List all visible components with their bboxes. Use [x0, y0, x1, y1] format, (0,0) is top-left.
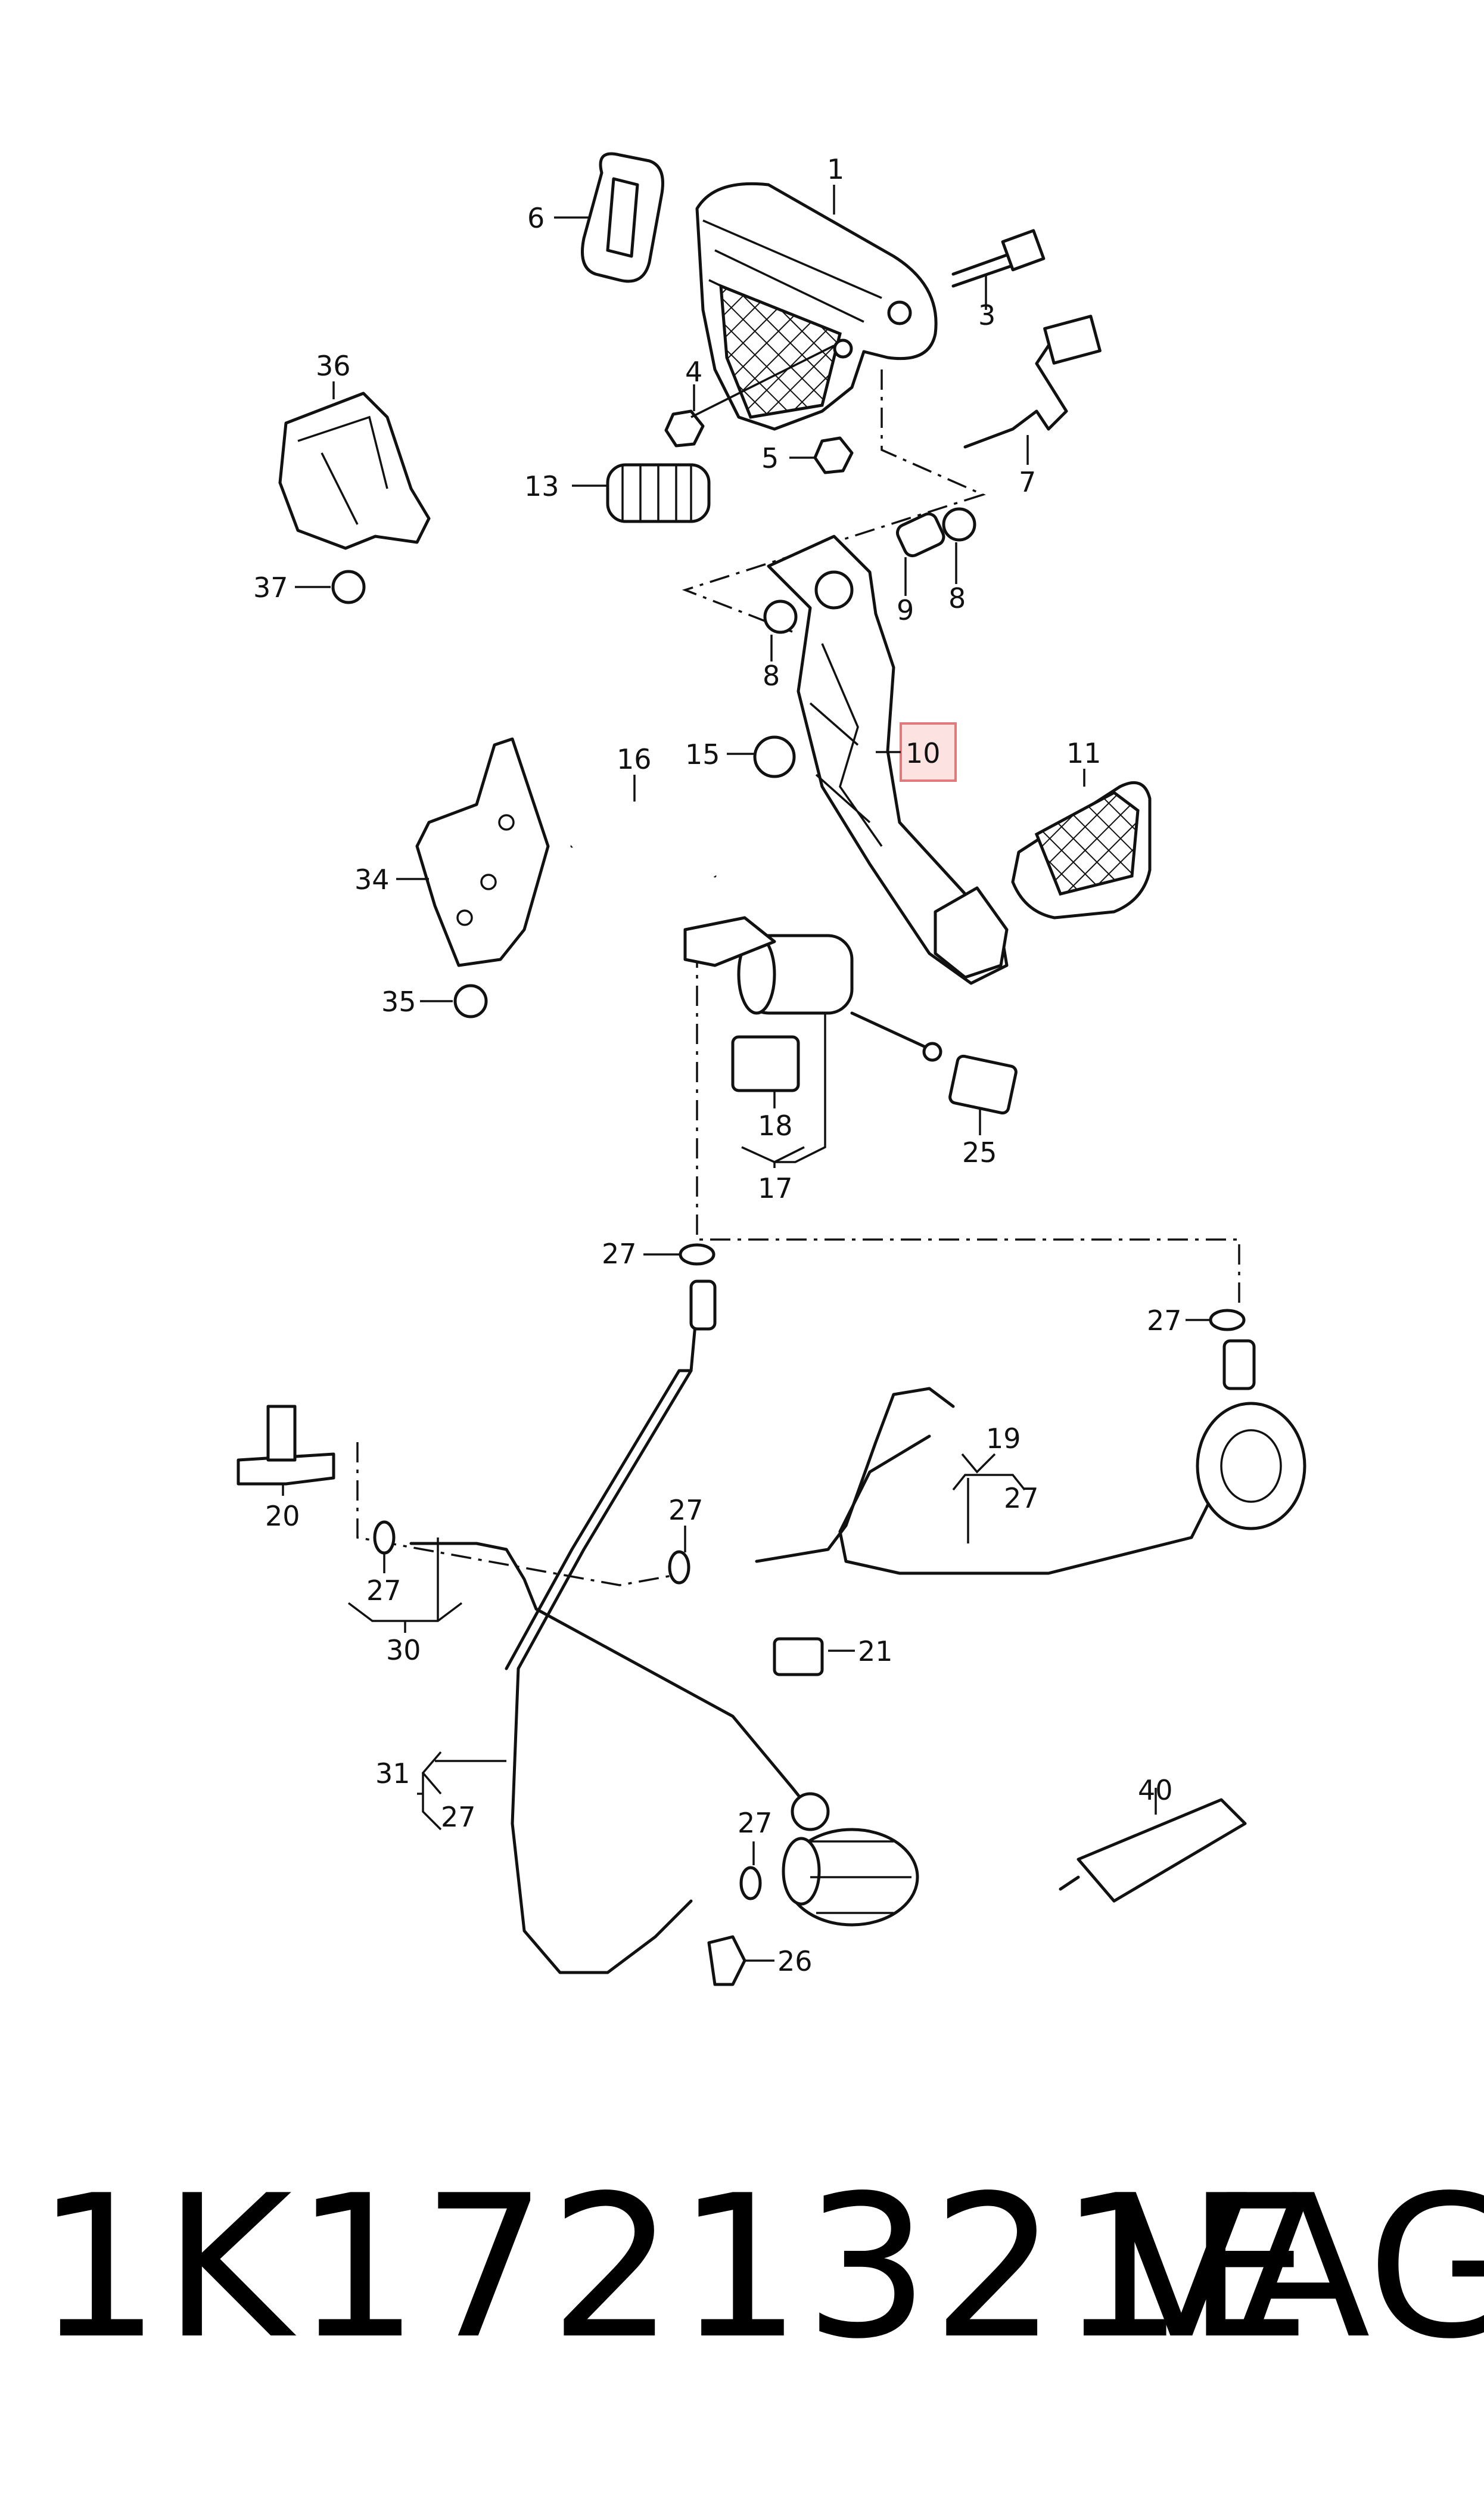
- wire-bracket: [963, 315, 1102, 449]
- callout-10: 10: [906, 737, 941, 769]
- callout-15: 15: [685, 738, 720, 771]
- leader-lines: [282, 185, 1209, 1962]
- callout-18: 18: [758, 1110, 793, 1142]
- callout-8-top: 8: [948, 582, 966, 614]
- switch-18: [731, 1035, 800, 1092]
- callout-5: 5: [761, 442, 779, 474]
- callout-40: 40: [1138, 1774, 1173, 1806]
- pedal-bracket: [695, 182, 938, 431]
- callout-20: 20: [265, 1500, 300, 1532]
- pipe-30: [409, 1542, 818, 1819]
- nut-4: [664, 409, 705, 448]
- callout-27-mid: 27: [668, 1494, 704, 1526]
- callout-36: 36: [316, 350, 351, 382]
- callout-27-bottom: 27: [738, 1807, 773, 1839]
- clutch-line-19: [755, 1387, 1217, 1575]
- part-number: 1K1721321E: [36, 2153, 1314, 2382]
- callout-27-right: 27: [1147, 1304, 1182, 1337]
- gasket: [581, 152, 664, 283]
- assembly-lines: [356, 369, 1240, 1586]
- bushing: [895, 512, 945, 558]
- connector-25: [948, 1054, 1018, 1115]
- master-cylinder: [683, 916, 942, 1062]
- callout-19-27: 27: [1004, 1482, 1039, 1514]
- slave-cylinder-bottom: [782, 1792, 919, 1927]
- t-piece: [237, 1405, 335, 1486]
- stop-buffer: [753, 735, 796, 778]
- highlight-box-10: [900, 722, 957, 782]
- hose-16: [569, 800, 719, 878]
- bleeder: [707, 1935, 746, 1986]
- callout-34: 34: [354, 864, 390, 896]
- callout-7: 7: [1019, 466, 1036, 498]
- callout-16: 16: [617, 743, 652, 775]
- clutch-pipes: [505, 1279, 717, 1974]
- cover-36: [278, 392, 431, 550]
- callout-35: 35: [381, 986, 416, 1018]
- clip-8-top: [942, 507, 976, 542]
- bolt: [951, 229, 1046, 288]
- callout-25: 25: [962, 1136, 997, 1169]
- callout-4: 4: [685, 356, 702, 388]
- callout-1: 1: [827, 153, 844, 185]
- callout-30: 30: [386, 1634, 421, 1666]
- callout-11: 11: [1066, 737, 1102, 769]
- callout-labels: 1 6 3 4 5 7 13 9 8 8 10 11 15 16 36 37 3…: [253, 153, 1182, 1977]
- clip-35: [453, 984, 488, 1018]
- callout-3: 3: [978, 299, 995, 331]
- over-centre-spring: [606, 463, 711, 523]
- callout-19: 19: [986, 1422, 1021, 1455]
- callout-13: 13: [524, 470, 559, 502]
- callout-17: 17: [758, 1172, 793, 1204]
- callout-21: 21: [858, 1635, 893, 1667]
- callout-9: 9: [897, 594, 914, 626]
- clip-37: [331, 570, 366, 604]
- parts-diagram: 1 6 3 4 5 7 13 9 8 8 10 11 15 16 36 37 3…: [237, 152, 1306, 1986]
- o-rings: [373, 1243, 1246, 1900]
- pipe-clip: [773, 1637, 824, 1676]
- callout-6: 6: [527, 202, 545, 234]
- callout-31-27: 27: [441, 1801, 476, 1833]
- callout-26: 26: [777, 1945, 813, 1977]
- nut-5: [813, 436, 854, 474]
- callout-27-top: 27: [602, 1238, 637, 1270]
- callout-8-left: 8: [763, 660, 780, 692]
- heat-shield: [415, 737, 550, 967]
- pedal-pad: [1011, 781, 1152, 920]
- brand-name: VAG: [1114, 2153, 1484, 2382]
- slave-cylinder-right: [1196, 1339, 1306, 1530]
- callout-37: 37: [253, 571, 288, 604]
- clip-8-left: [763, 600, 798, 634]
- callout-31: 31: [375, 1757, 410, 1790]
- clutch-pedal: [767, 535, 1009, 985]
- callout-27-left: 27: [366, 1574, 402, 1607]
- grease-tube: [1059, 1798, 1247, 1903]
